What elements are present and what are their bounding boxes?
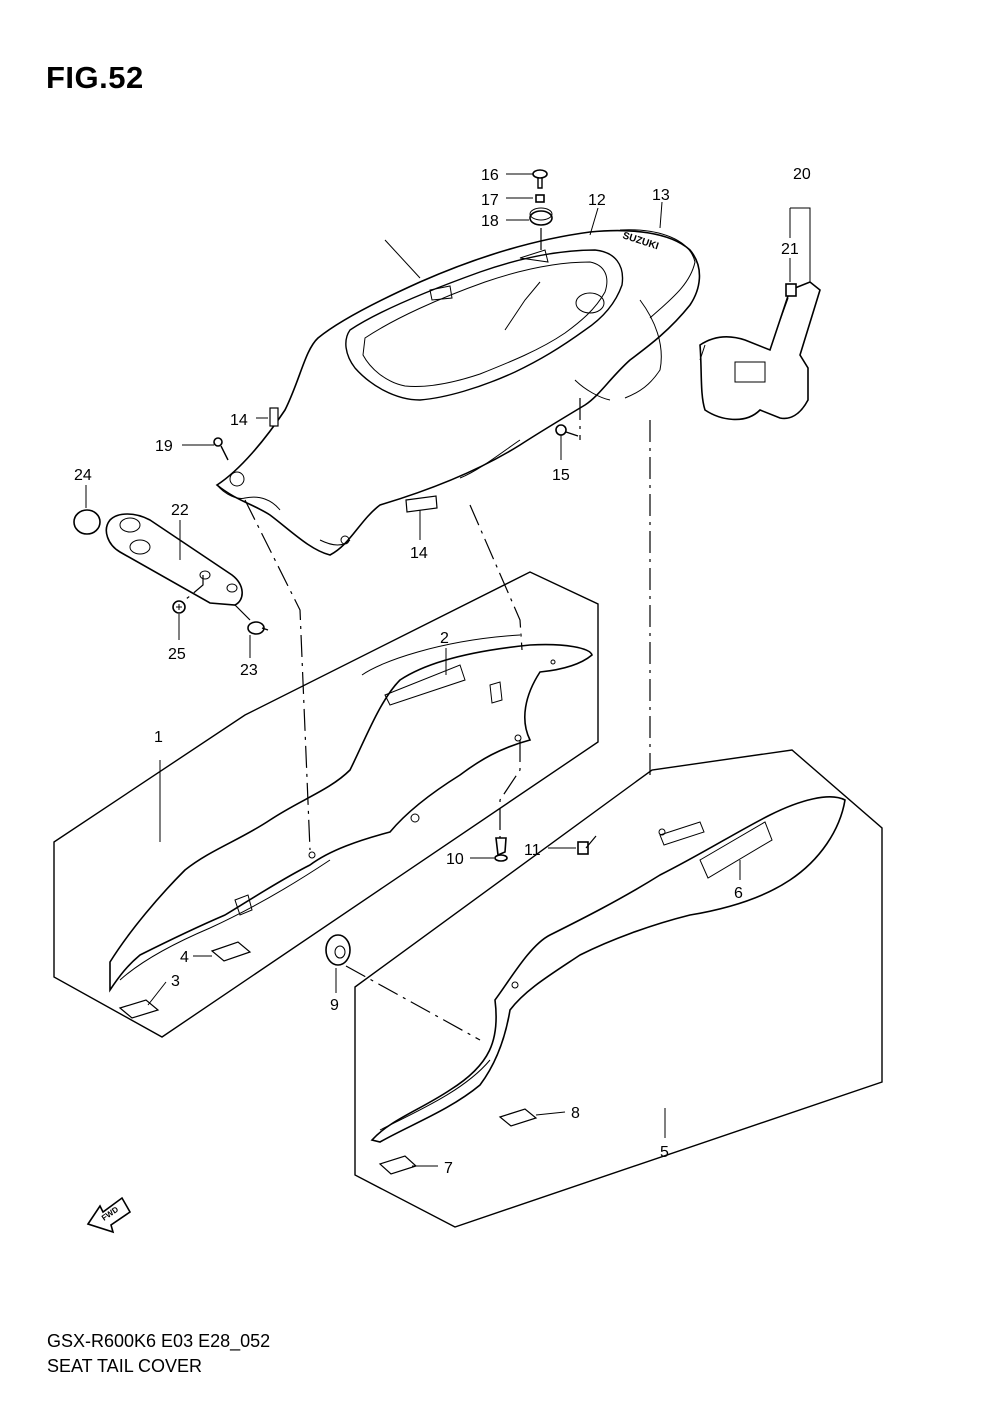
callout-20: 20: [793, 166, 811, 183]
callout-19: 19: [155, 438, 173, 455]
label-decals: [118, 407, 538, 1175]
callout-3: 3: [171, 973, 180, 990]
callout-6: 6: [734, 885, 743, 902]
callout-8: 8: [571, 1105, 580, 1122]
assembly-lines: [181, 228, 789, 1041]
callout-16: 16: [481, 167, 499, 184]
left-side-cover: [53, 571, 599, 1038]
fasteners: [172, 169, 797, 966]
callout-numbers: 1 2 3 4 5 6 7 8 9 10 11 12 13 14 14 15 1…: [74, 166, 811, 1177]
callout-2: 2: [440, 630, 449, 647]
end-cap: [73, 509, 101, 535]
callout-11: 11: [524, 842, 541, 859]
fwd-arrow: FWD: [86, 1196, 132, 1234]
callout-22: 22: [171, 502, 189, 519]
callout-18: 18: [481, 213, 499, 230]
callout-7: 7: [444, 1160, 453, 1177]
figure-title: FIG.52: [46, 60, 144, 95]
grab-bar: [105, 513, 243, 606]
callout-24: 24: [74, 467, 92, 484]
callout-4: 4: [180, 949, 189, 966]
right-side-cover: [354, 749, 883, 1228]
callout-14a: 14: [230, 412, 248, 429]
callout-15: 15: [552, 467, 570, 484]
figure-name: SEAT TAIL COVER: [47, 1356, 203, 1376]
callout-21: 21: [781, 241, 799, 258]
callout-23: 23: [240, 662, 258, 679]
callout-5: 5: [660, 1144, 669, 1161]
callout-10: 10: [446, 851, 464, 868]
callout-13: 13: [652, 187, 670, 204]
callout-17: 17: [481, 192, 499, 209]
callout-25: 25: [168, 646, 186, 663]
tail-bracket: [699, 281, 821, 421]
model-code: GSX-R600K6 E03 E28_052: [47, 1331, 271, 1351]
callout-14b: 14: [410, 545, 428, 562]
callout-12: 12: [588, 192, 606, 209]
callout-9: 9: [330, 997, 339, 1014]
callout-1: 1: [154, 729, 163, 746]
leader-lines: [85, 173, 811, 1167]
seat-tail-upper-cover: SUZUKI: [215, 229, 701, 556]
